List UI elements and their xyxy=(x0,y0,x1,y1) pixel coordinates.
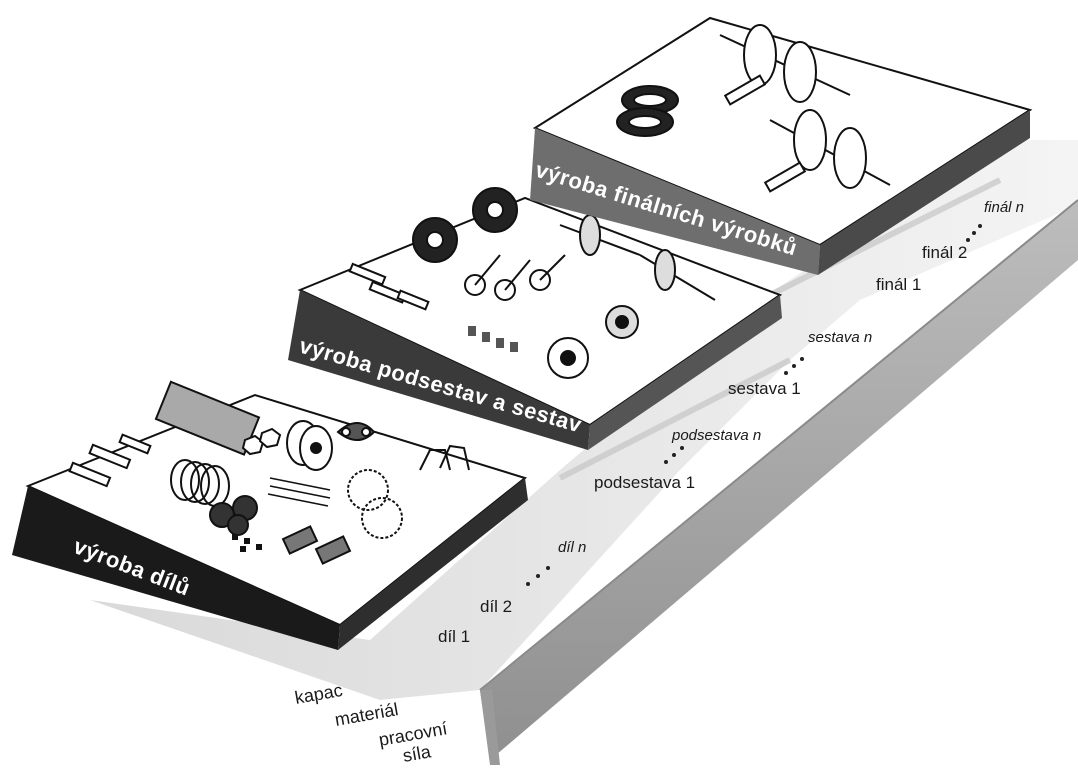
rods-icon xyxy=(267,477,331,507)
crankshaft-small-icon xyxy=(559,214,716,301)
ellipsis-assemblies xyxy=(784,357,804,375)
platform-parts-side xyxy=(338,478,528,650)
label-subassembly-1: podsestava 1 xyxy=(594,473,695,492)
forks-icon xyxy=(419,444,470,471)
staircase-front-riser xyxy=(480,200,1078,760)
crankshaft-2-icon xyxy=(763,109,891,193)
crankshaft-1-icon xyxy=(719,24,851,106)
nuts-icon xyxy=(241,427,282,456)
platform-parts-front xyxy=(12,486,340,650)
label-part-n: díl n xyxy=(558,539,586,556)
resource-material: materiál xyxy=(333,699,400,730)
platform-final: výroba finálních výrobků xyxy=(530,16,1033,275)
label-assembly-n: sestava n xyxy=(808,329,872,346)
small-parts-icon xyxy=(232,534,262,552)
pins-icon xyxy=(68,433,152,488)
small-bits-icon xyxy=(468,326,518,352)
platform-parts: výroba dílů xyxy=(12,380,528,650)
pins-sub-icon xyxy=(348,262,430,311)
ellipsis-finals xyxy=(966,224,982,242)
resource-capacity: kapac xyxy=(293,680,344,708)
ellipsis-subassemblies xyxy=(664,446,684,464)
bushing-icon xyxy=(286,420,333,471)
label-part-2: díl 2 xyxy=(480,597,512,616)
platform-subassemblies-front xyxy=(288,290,590,450)
label-subassembly-n: podsestava n xyxy=(671,427,761,444)
platform-final-front xyxy=(530,128,820,275)
resource-labor-line2: síla xyxy=(401,741,433,765)
staircase xyxy=(90,140,1078,760)
final-illustrations xyxy=(616,24,891,193)
label-final-2: finál 2 xyxy=(922,243,967,262)
rings-icon xyxy=(616,85,679,137)
label-assembly-1: sestava 1 xyxy=(728,379,801,398)
gears-small-icon xyxy=(209,495,258,536)
link-icon xyxy=(336,422,376,441)
staircase-edge-line xyxy=(479,199,1078,691)
ellipsis-parts xyxy=(526,566,550,586)
platform-subassemblies: výroba podsestav a sestav xyxy=(288,187,783,450)
riser-mask xyxy=(480,690,500,765)
bolts-icon xyxy=(281,525,352,565)
connecting-rods-icon xyxy=(464,254,566,301)
step-labels: díl 1 díl 2 díl n podsestava 1 podsestav… xyxy=(438,199,1024,646)
subassembly-illustrations xyxy=(348,187,716,379)
label-final-1: finál 1 xyxy=(876,275,921,294)
chain-gears-icon xyxy=(347,469,403,539)
staircase-tread-surface xyxy=(90,140,1078,700)
sprocket-icon xyxy=(547,305,639,379)
label-final-n: finál n xyxy=(984,199,1024,216)
step-edge-2 xyxy=(758,177,1002,303)
step-edge-1 xyxy=(558,357,792,481)
parts-illustrations xyxy=(68,380,470,565)
gear-large-icon xyxy=(412,187,518,263)
label-part-1: díl 1 xyxy=(438,627,470,646)
plate-icon xyxy=(154,380,261,456)
platform-final-side xyxy=(818,110,1030,275)
platform-subassemblies-side xyxy=(588,295,782,450)
